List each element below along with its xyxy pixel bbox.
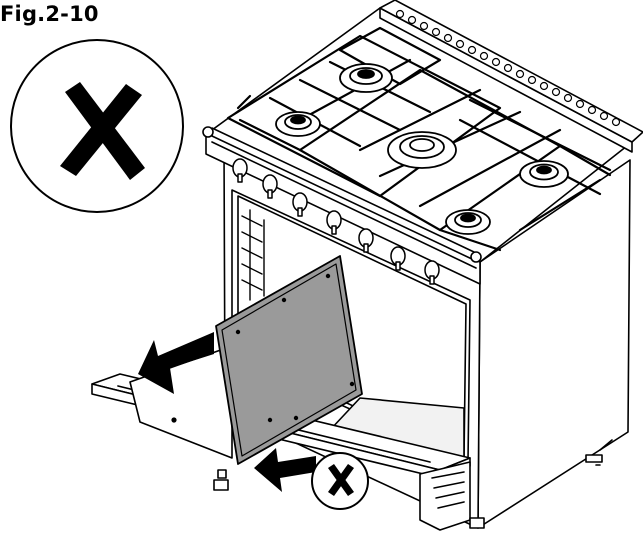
large-prohibited-icon [10, 39, 184, 213]
prohibited-x-icon [328, 464, 354, 496]
burner-front [445, 209, 491, 235]
knob-4 [326, 210, 342, 235]
knob-2 [262, 174, 278, 199]
knob-6 [390, 246, 406, 271]
burner-right [519, 160, 569, 188]
range-feet [213, 479, 485, 529]
burner-grates [226, 26, 612, 252]
knob-5 [358, 228, 374, 253]
oven-rack-guides [241, 209, 265, 301]
burner-wok-center [387, 131, 457, 169]
backguard-vents [395, 9, 621, 127]
cooktop [211, 0, 643, 263]
door-glass-panel [215, 255, 363, 465]
knob-1 [232, 158, 248, 183]
control-knobs [232, 158, 440, 285]
insert-arrow [254, 448, 316, 492]
prohibited-x-icon [60, 82, 145, 180]
burner-back-center [339, 63, 393, 93]
knob-7 [424, 260, 440, 285]
figure-label: Fig.2-10 [0, 2, 99, 26]
range-side-panel [477, 159, 631, 529]
oven-handle [202, 126, 482, 263]
knob-3 [292, 192, 308, 217]
pull-out-arrow [138, 332, 214, 394]
burner-left [275, 111, 321, 137]
small-prohibited-icon [311, 452, 369, 510]
control-panel [202, 126, 482, 285]
arrow-icon [138, 332, 316, 492]
burners [275, 63, 569, 235]
